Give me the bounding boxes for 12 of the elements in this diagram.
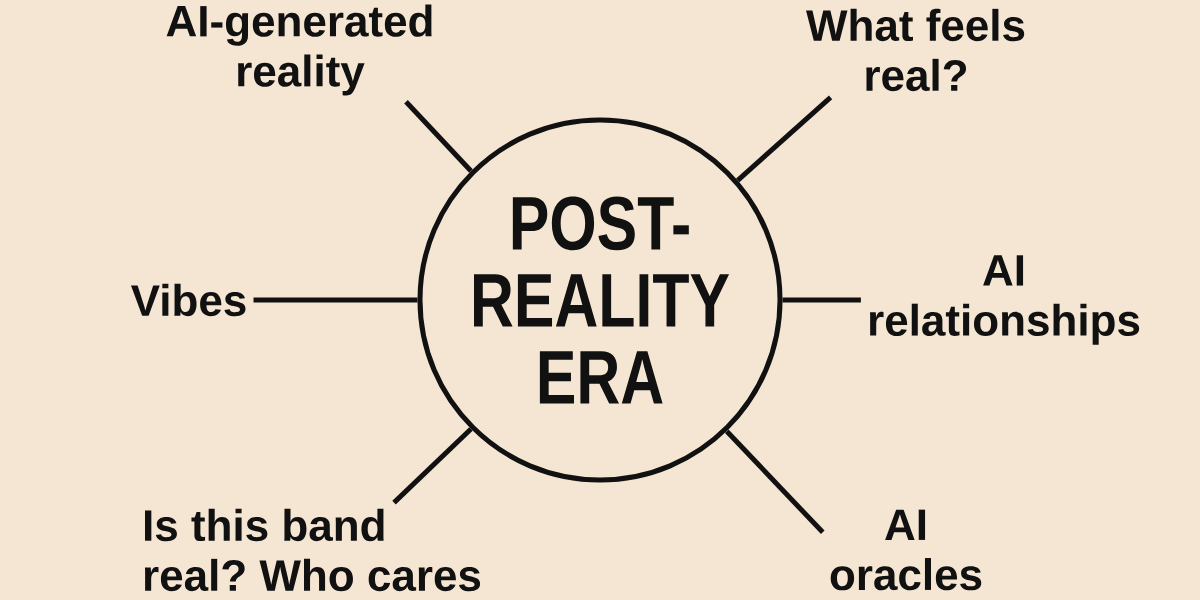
topic-label: What feels real? bbox=[806, 8, 1025, 92]
topic-label: AI-generated reality bbox=[166, 4, 432, 96]
connector-line bbox=[724, 429, 825, 535]
topic-label: Vibes bbox=[131, 283, 246, 317]
topic-label: AI relationships bbox=[870, 255, 1140, 345]
connector-line bbox=[253, 297, 418, 303]
topic-label: Is this band real? Who cares bbox=[144, 508, 481, 592]
connector-line bbox=[736, 95, 833, 183]
connector-line bbox=[782, 297, 861, 303]
connector-line bbox=[404, 100, 473, 173]
connector-line bbox=[392, 427, 473, 505]
topic-label: AI oracles bbox=[830, 509, 982, 591]
